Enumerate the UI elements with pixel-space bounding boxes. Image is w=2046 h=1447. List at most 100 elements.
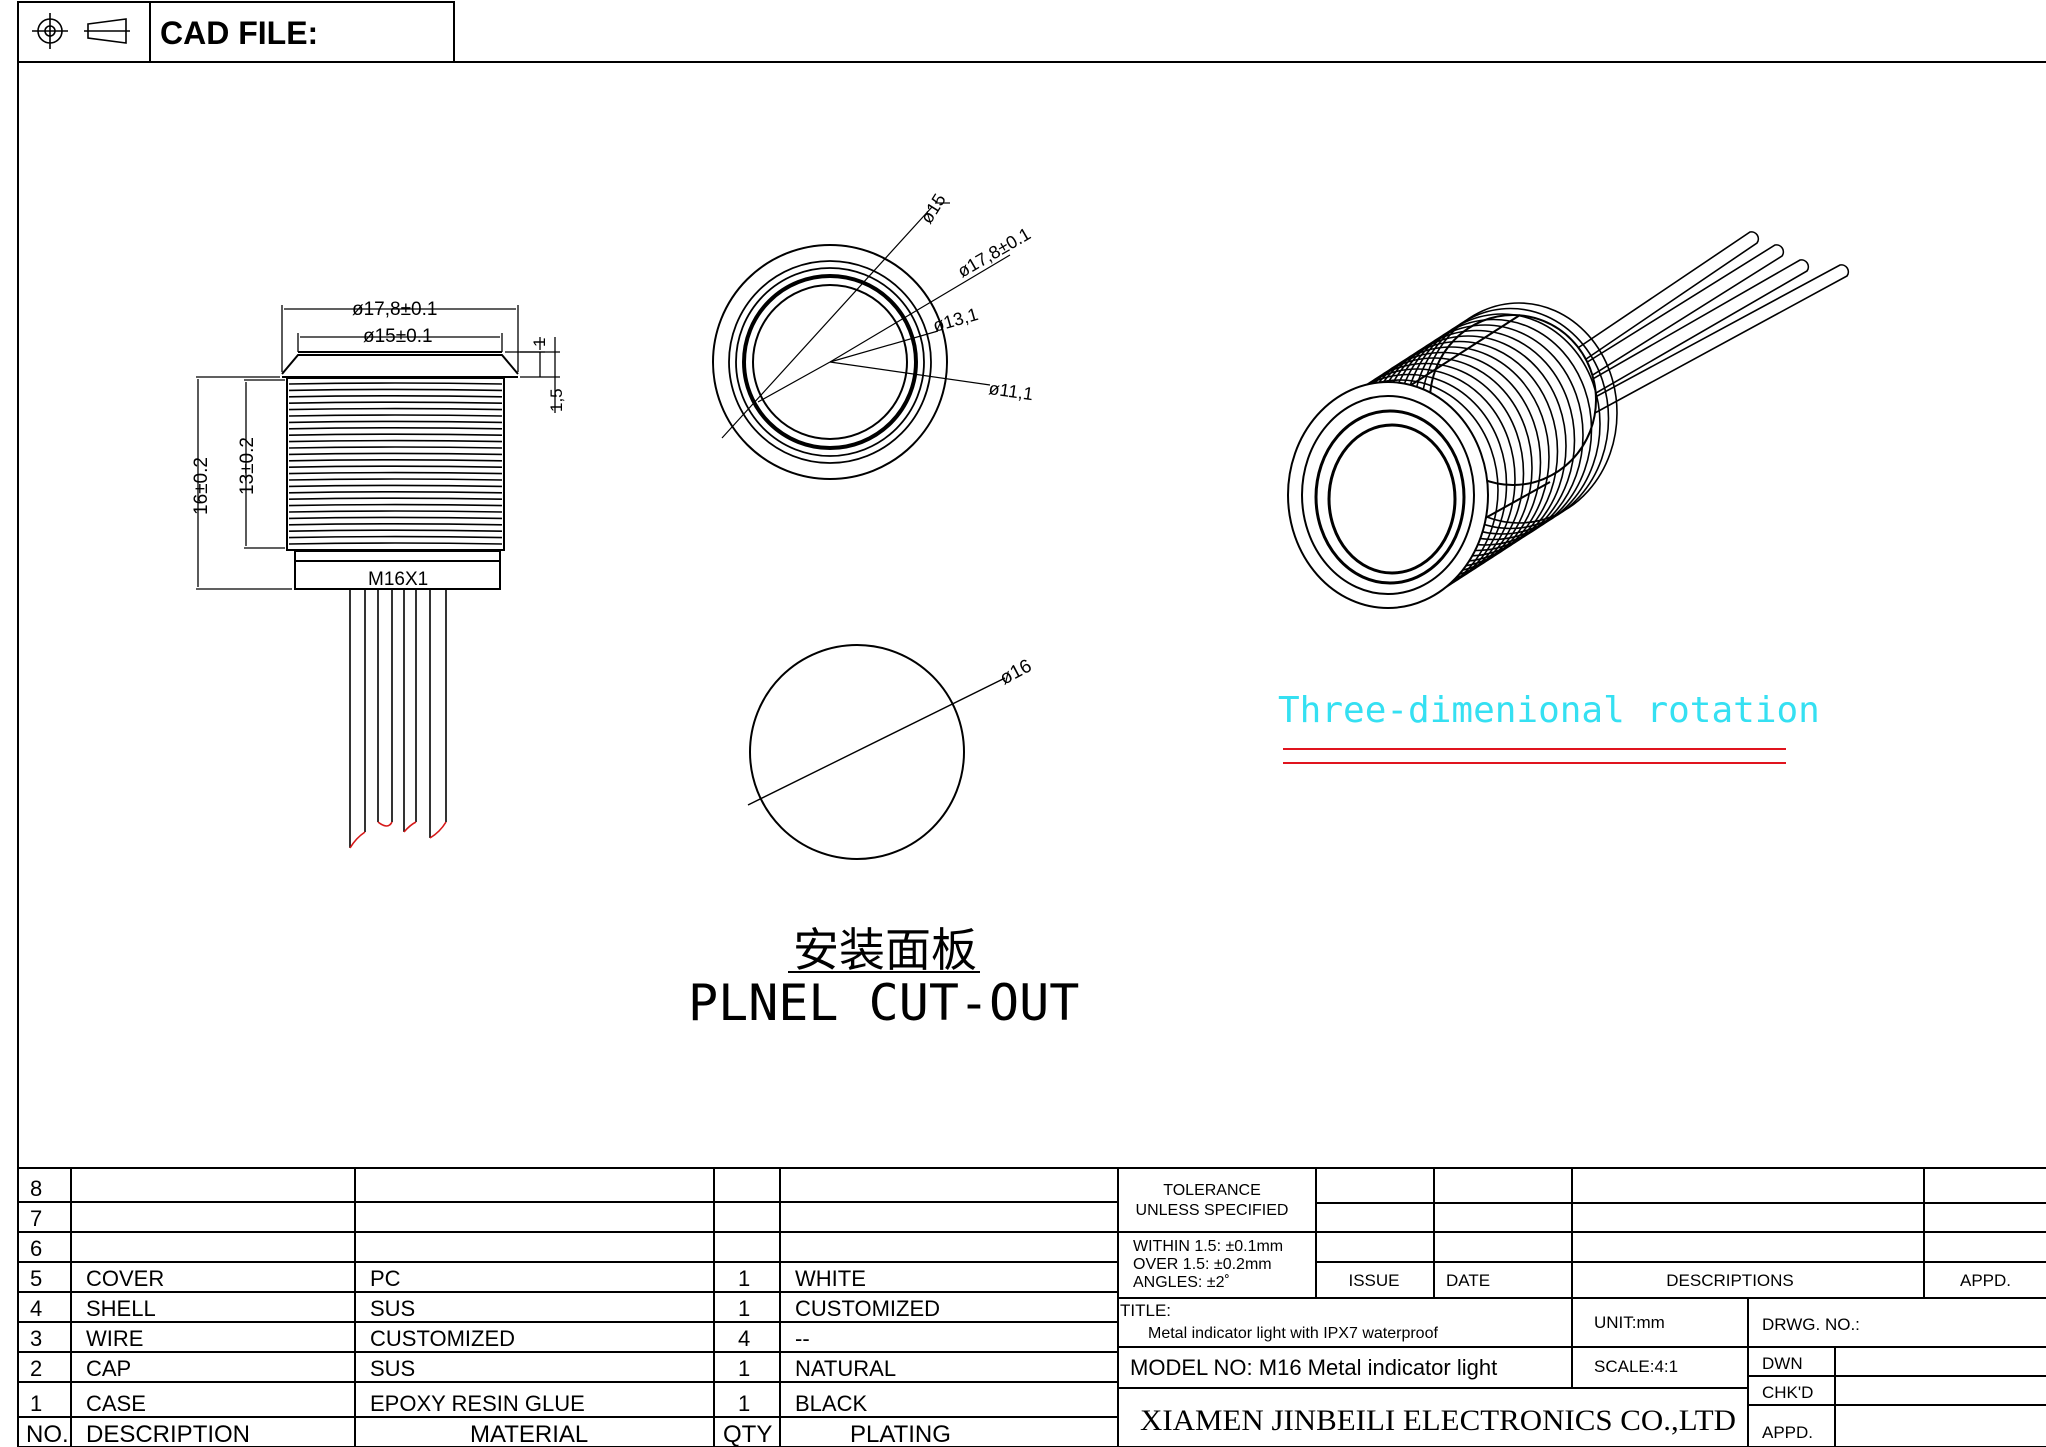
thread-line xyxy=(288,388,503,392)
thread-line xyxy=(288,420,503,424)
thread-line xyxy=(288,446,503,449)
bom-header-material: MATERIAL xyxy=(470,1421,588,1447)
thread-line xyxy=(288,484,503,488)
bom-cell-material: PC xyxy=(370,1266,401,1291)
thread-line xyxy=(288,478,503,481)
tb-descriptions: DESCRIPTIONS xyxy=(1666,1271,1794,1290)
bom-cell-no: 6 xyxy=(30,1236,42,1261)
thread-line xyxy=(288,459,503,462)
thread-line xyxy=(288,452,503,456)
bom-header-plating: PLATING xyxy=(850,1421,951,1447)
thread-line xyxy=(288,529,503,532)
bom-header-qty: QTY xyxy=(723,1421,772,1447)
dim-flange: 1 xyxy=(530,338,549,347)
tb-title-value: Metal indicator light with IPX7 waterpro… xyxy=(1148,1325,1438,1342)
side-wires xyxy=(349,590,447,848)
thread-line xyxy=(288,439,503,443)
tb-model: MODEL NO: M16 Metal indicator light xyxy=(1130,1355,1497,1380)
thread-label: M16X1 xyxy=(368,569,428,590)
header-box xyxy=(17,1,455,63)
tb-unit: UNIT:mm xyxy=(1594,1313,1665,1332)
tolerance-within: WITHIN 1.5: ±0.1mm xyxy=(1133,1238,1283,1255)
bom-cell-no: 3 xyxy=(30,1326,42,1351)
bom-cell-no: 5 xyxy=(30,1266,42,1291)
tb-date: DATE xyxy=(1446,1271,1490,1290)
dim-front-11-1: ø11,1 xyxy=(987,378,1034,404)
tb-appd-top: APPD. xyxy=(1960,1271,2011,1290)
bom-cell-no: 7 xyxy=(30,1206,42,1231)
bom-cell-material: CUSTOMIZED xyxy=(370,1326,515,1351)
dim-cutout-16: ø16 xyxy=(996,655,1035,689)
tb-chkd: CHK'D xyxy=(1762,1383,1813,1402)
thread-line xyxy=(288,465,503,468)
bom-cell-no: 4 xyxy=(30,1296,42,1321)
tb-dwn: DWN xyxy=(1762,1354,1803,1373)
thread-lines xyxy=(288,382,503,545)
bom-cell-qty: 1 xyxy=(738,1356,750,1381)
thread-line xyxy=(288,395,503,398)
bom-cell-plating: WHITE xyxy=(795,1266,866,1291)
thread-line xyxy=(288,401,503,404)
dim-total-height: 16±0.2 xyxy=(191,457,212,515)
dim-front-17-8: ø17,8±0.1 xyxy=(954,224,1034,282)
bom-cell-plating: CUSTOMIZED xyxy=(795,1296,940,1321)
wire-tips xyxy=(349,821,447,849)
bom-cell-description: CASE xyxy=(86,1391,146,1416)
front-view xyxy=(712,202,1011,480)
thread-line xyxy=(288,503,503,507)
bom-cell-material: SUS xyxy=(370,1296,415,1321)
bom-cell-description: COVER xyxy=(86,1266,164,1291)
thread-line xyxy=(288,491,503,494)
thread-line xyxy=(288,382,503,385)
dim-flange-total: 1,5 xyxy=(547,388,566,412)
tb-appd: APPD. xyxy=(1762,1423,1813,1442)
thread-line xyxy=(288,542,503,545)
bom-cell-plating: -- xyxy=(795,1326,810,1351)
bom-cell-description: SHELL xyxy=(86,1296,156,1321)
bom-cell-qty: 1 xyxy=(738,1296,750,1321)
tb-title-label: TITLE: xyxy=(1120,1301,1171,1320)
bom-cell-no: 8 xyxy=(30,1176,42,1201)
bom-cell-plating: NATURAL xyxy=(795,1356,896,1381)
rotation-label: Three-dimenional rotation xyxy=(1278,690,1820,731)
bom-cell-material: SUS xyxy=(370,1356,415,1381)
tb-scale: SCALE:4:1 xyxy=(1594,1357,1678,1376)
bom-header-no: NO. xyxy=(26,1421,69,1447)
thread-line xyxy=(288,471,503,475)
dim-inner-dia: ø15±0.1 xyxy=(363,326,433,347)
thread-line xyxy=(288,535,503,539)
iso-wires xyxy=(1559,231,1850,421)
bom-cell-plating: BLACK xyxy=(795,1391,867,1416)
dim-thread-height: 13±0.2 xyxy=(237,437,258,495)
tolerance-2: UNLESS SPECIFIED xyxy=(1136,1202,1289,1219)
bom-cell-qty: 1 xyxy=(738,1266,750,1291)
projection-icon xyxy=(32,13,130,49)
cad-file-label: CAD FILE: xyxy=(160,15,318,51)
thread-line xyxy=(288,433,503,436)
bom-cell-qty: 4 xyxy=(738,1326,750,1351)
bom-header-description: DESCRIPTION xyxy=(86,1421,250,1447)
tb-issue: ISSUE xyxy=(1348,1271,1399,1290)
thread-line xyxy=(288,497,503,500)
bom-cell-material: EPOXY RESIN GLUE xyxy=(370,1391,585,1416)
cutout-title-en: PLNEL CUT-OUT xyxy=(688,974,1079,1032)
tolerance-1: TOLERANCE xyxy=(1163,1182,1261,1199)
iso-view xyxy=(1287,231,1850,609)
cutout-view xyxy=(747,644,1006,860)
bom-cell-description: CAP xyxy=(86,1356,131,1381)
side-dimensions xyxy=(196,305,560,590)
side-view xyxy=(281,351,519,849)
tolerance-over: OVER 1.5: ±0.2mm xyxy=(1133,1256,1272,1273)
tb-drwg-no: DRWG. NO.: xyxy=(1762,1315,1860,1334)
tb-company: XIAMEN JINBEILI ELECTRONICS CO.,LTD xyxy=(1140,1404,1736,1437)
bom-cell-no: 1 xyxy=(30,1391,42,1416)
bom-cell-qty: 1 xyxy=(738,1391,750,1416)
thread-line xyxy=(288,427,503,430)
bom-cell-description: WIRE xyxy=(86,1326,143,1351)
dim-outer-dia: ø17,8±0.1 xyxy=(352,299,437,320)
thread-line xyxy=(288,414,503,417)
bom-grid xyxy=(18,1167,2046,1447)
